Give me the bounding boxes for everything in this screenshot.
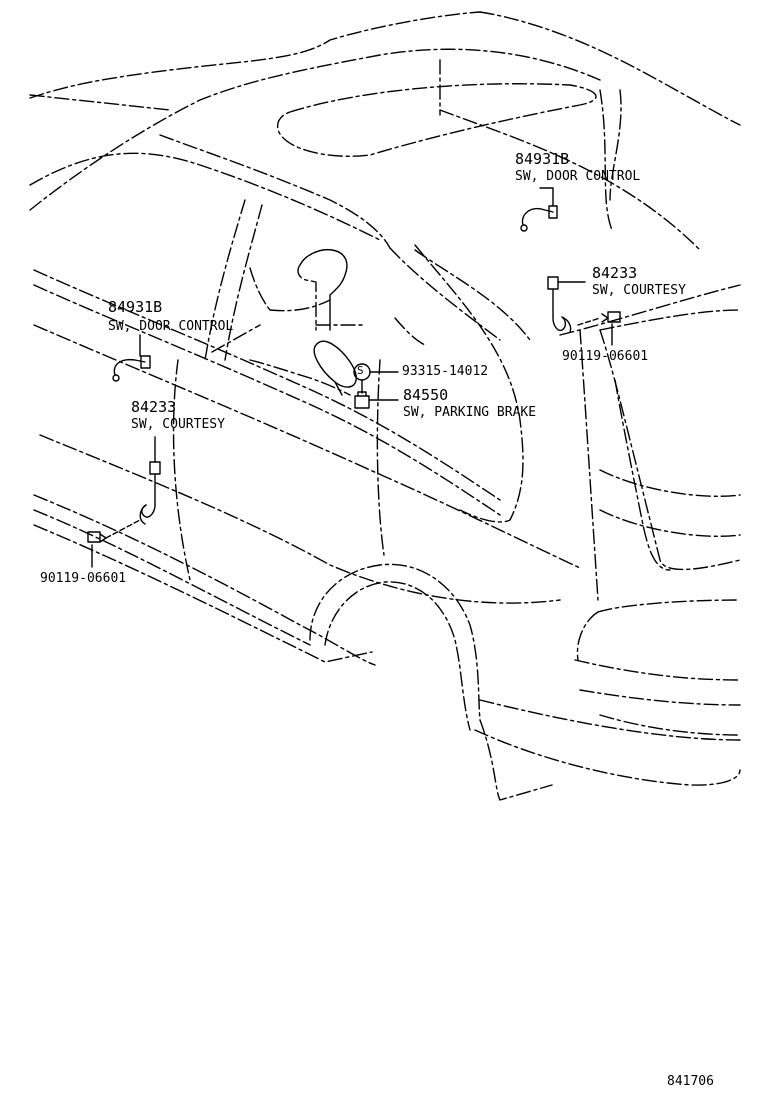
part-name-door-control-left: SW, DOOR CONTROL	[108, 319, 234, 334]
leader-door-control-right	[539, 187, 554, 206]
part-name-courtesy-left: SW, COURTESY	[131, 417, 225, 432]
rear-window	[276, 83, 597, 157]
part-number-courtesy-right: 84233	[592, 264, 638, 282]
diagram-code: 841706	[667, 1074, 714, 1089]
part-number-standard: 93315-14012	[402, 364, 489, 379]
door-control-switch-left	[112, 355, 151, 382]
part-name-door-control-right: SW, DOOR CONTROL	[515, 169, 641, 184]
courtesy-switch-right	[547, 276, 572, 333]
screw-right	[577, 311, 621, 326]
door-frame	[172, 199, 531, 581]
screw-left	[87, 519, 141, 543]
rear-quarter	[574, 329, 741, 736]
part-number-door-control-right: 84931B	[515, 150, 570, 168]
wheel-arch	[309, 563, 741, 801]
part-number-screw-left: 90119-06601	[40, 571, 127, 586]
part-name-parking-brake: SW, PARKING BRAKE	[403, 405, 537, 420]
part-number-courtesy-left: 84233	[131, 398, 177, 416]
parking-brake-switch	[354, 391, 399, 409]
seat-outline	[249, 248, 426, 396]
part-number-screw-right: 90119-06601	[562, 349, 649, 364]
standard-part-marker	[353, 363, 399, 394]
part-number-door-control-left: 84931B	[108, 298, 163, 316]
part-number-parking-brake: 84550	[403, 386, 449, 404]
part-name-courtesy-right: SW, COURTESY	[592, 283, 686, 298]
roof-lines	[29, 11, 741, 251]
courtesy-switch-left	[139, 461, 161, 525]
door-control-switch-right	[520, 205, 558, 232]
body-side-lines	[33, 269, 741, 666]
standard-part-symbol: S	[357, 364, 364, 377]
parking-brake-lever	[313, 340, 357, 396]
